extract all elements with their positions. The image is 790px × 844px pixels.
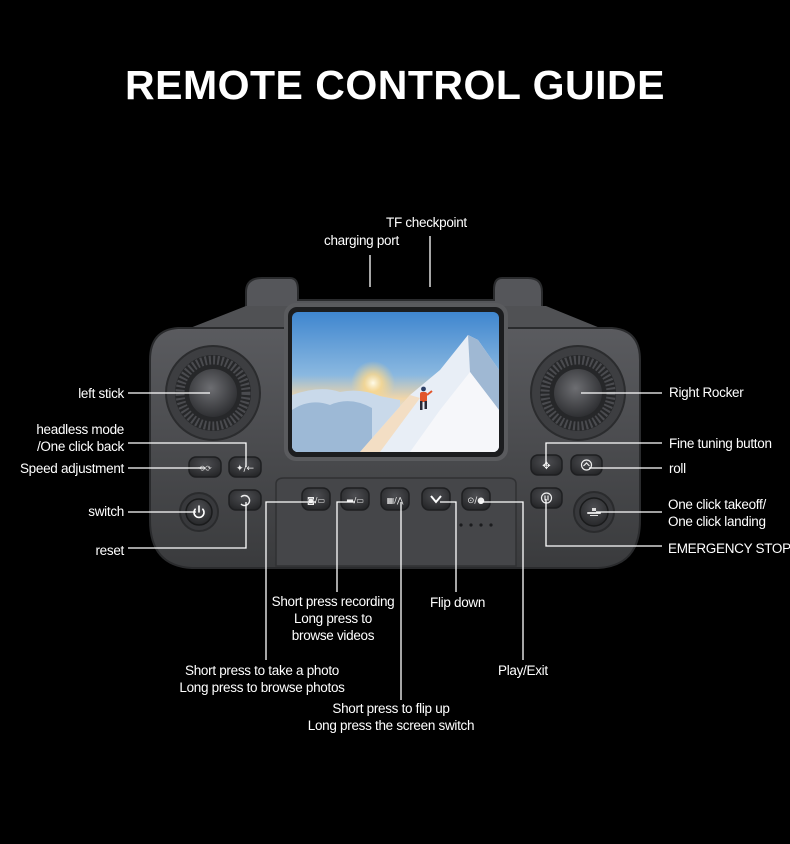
leader-emergency-stop [545, 499, 662, 547]
switch-button[interactable] [179, 492, 219, 532]
flip-down-button[interactable] [421, 487, 451, 511]
label-recording-line1: Short press recording [271, 594, 395, 609]
leader-record [336, 501, 355, 592]
dpad-icon: ✥ [542, 461, 550, 472]
label-tf-checkpoint: TF checkpoint [386, 215, 467, 230]
label-headless-mode-line1: headless mode [36, 422, 124, 437]
label-photo-line2: Long press to browse photos [179, 680, 345, 695]
camera-photo-icon: ◙/▭ [307, 496, 325, 505]
page-title: REMOTE CONTROL GUIDE [125, 62, 665, 108]
left-stick[interactable] [165, 345, 261, 441]
label-takeoff-line1: One click takeoff/ [668, 497, 766, 512]
label-flip-up-line1: Short press to flip up [332, 701, 450, 716]
label-right-rocker: Right Rocker [669, 385, 744, 400]
record-button[interactable]: ▬/▭ [340, 487, 370, 511]
headless-return-icon: ✦/← [236, 464, 255, 474]
leader-headless-mode [128, 442, 247, 467]
leader-play-exit [480, 501, 524, 660]
label-play-exit: Play/Exit [498, 663, 548, 678]
label-left-stick: left stick [78, 386, 124, 401]
screen [284, 303, 508, 461]
label-switch: switch [88, 504, 124, 519]
label-speed-adjustment: Speed adjustment [19, 461, 124, 476]
label-photo-line1: Short press to take a photo [185, 663, 339, 678]
headless-mode-button[interactable]: ✦/← [228, 456, 262, 478]
flip-up-button[interactable]: ▦/⋀ [380, 487, 410, 511]
leader-photo [265, 501, 316, 660]
label-emergency-stop: EMERGENCY STOP [668, 541, 790, 556]
photo-button[interactable]: ◙/▭ [301, 487, 331, 511]
label-fine-tuning: Fine tuning button [669, 436, 772, 451]
screen-image [292, 312, 499, 452]
video-record-icon: ▬/▭ [346, 496, 364, 505]
leader-fine-tuning [545, 442, 662, 465]
reset-button[interactable] [228, 489, 262, 511]
label-recording-line2: Long press to [294, 611, 372, 626]
flip-up-icon: ▦/⋀ [387, 496, 404, 505]
play-exit-button[interactable]: ⊙/● [461, 487, 491, 511]
play-exit-icon: ⊙/● [467, 496, 484, 506]
label-takeoff-line2: One click landing [668, 514, 766, 529]
label-flip-down: Flip down [430, 595, 486, 610]
chevron-down-icon [430, 495, 442, 504]
speed-adjustment-button[interactable]: ⟲⟳ [188, 456, 222, 478]
label-recording-line3: browse videos [291, 628, 375, 643]
climber-figure [420, 386, 433, 410]
indicator-dots [459, 523, 493, 527]
label-reset: reset [95, 543, 124, 558]
leader-reset [128, 502, 247, 549]
label-flip-up-line2: Long press the screen switch [307, 718, 475, 733]
leader-lines [128, 236, 662, 700]
label-charging-port: charging port [324, 233, 399, 248]
rotate-icon [240, 494, 251, 507]
roll-button[interactable] [570, 454, 603, 476]
label-headless-mode-line2: /One click back [36, 439, 124, 454]
label-roll: roll [669, 461, 686, 476]
leader-flip-down [440, 501, 457, 592]
speed-icon: ⟲⟳ [198, 464, 212, 473]
emergency-stop-button[interactable] [530, 487, 563, 509]
roll-icon [580, 459, 593, 471]
